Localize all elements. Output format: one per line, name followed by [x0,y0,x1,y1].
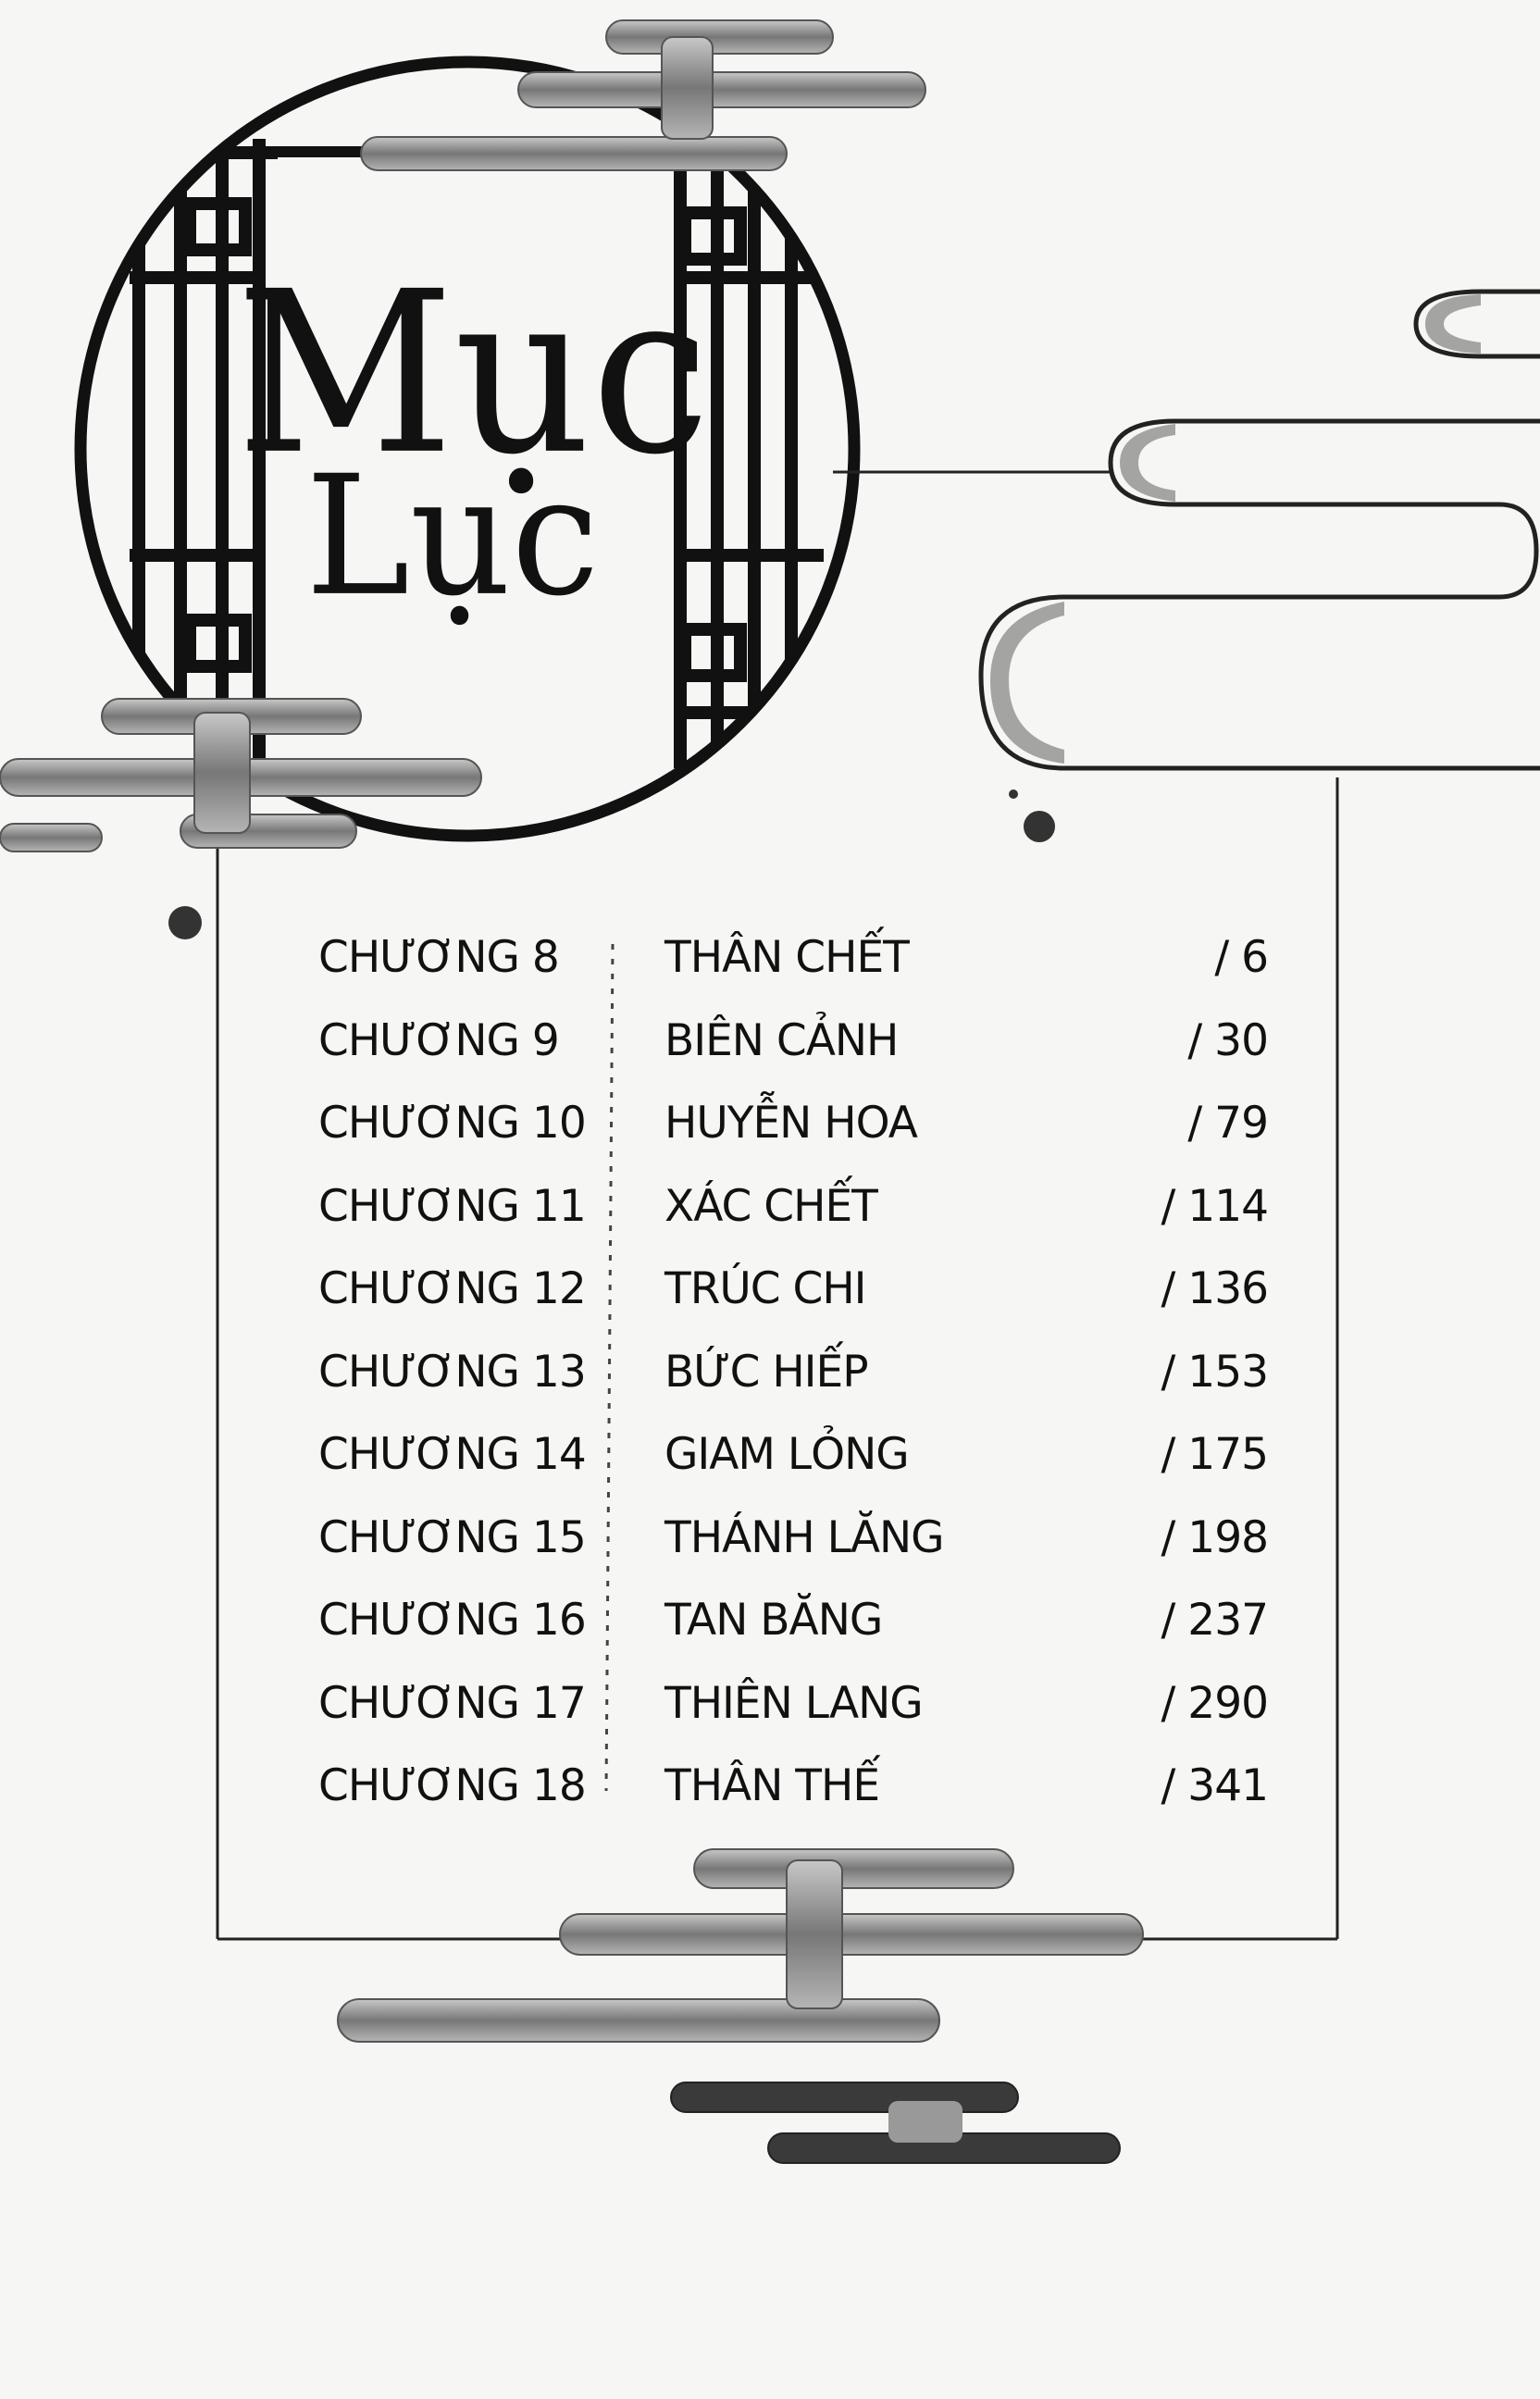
page-number: / 114 [1161,1180,1269,1232]
page-number: / 6 [1214,932,1269,983]
toc-entry: CHƯƠNG 15 THÁNH LĂNG / 198 [305,1506,1269,1571]
toc-entry: CHƯƠNG 18 THÂN THẾ / 341 [305,1754,1269,1819]
cloud-swirl-icon [0,698,482,852]
toc-entry: CHƯƠNG 8 THÂN CHẾT / 6 [305,926,1269,990]
chapter-label: CHƯƠNG 18 [318,1760,587,1811]
page-title-line2: Lục [305,441,600,633]
chapter-label: CHƯƠNG 9 [318,1014,560,1066]
page-number: / 153 [1161,1346,1269,1398]
toc-entry: CHƯƠNG 12 TRÚC CHI / 136 [305,1257,1269,1322]
chapter-label: CHƯƠNG 11 [318,1180,587,1232]
chapter-title: TAN BĂNG [664,1595,883,1646]
chapter-title: THÂN THẾ [664,1760,880,1811]
chapter-label: CHƯƠNG 8 [318,932,560,983]
chapter-title: THÂN CHẾT [664,932,910,983]
chapter-title: XÁC CHẾT [664,1180,878,1232]
cloud-swirl-icon [337,1848,1144,2043]
toc-entry: CHƯƠNG 13 BỨC HIẾP / 153 [305,1340,1269,1405]
cloud-swirl-icon [360,19,926,171]
chapter-label: CHƯƠNG 10 [318,1098,587,1149]
dot-ornament [1009,789,1018,799]
chapter-label: CHƯƠNG 15 [318,1511,587,1563]
page-number: / 237 [1161,1595,1269,1646]
chapter-title: THIÊN LANG [664,1677,924,1729]
toc-entry: CHƯƠNG 14 GIAM LỎNG / 175 [305,1423,1269,1487]
toc-entry: CHƯƠNG 16 TAN BĂNG / 237 [305,1588,1269,1653]
page-number: / 136 [1161,1263,1269,1314]
chapter-title: TRÚC CHI [664,1263,867,1314]
page-number: / 198 [1161,1511,1269,1563]
dot-ornament [1024,811,1055,842]
chapter-title: HUYỄN HOA [664,1098,918,1149]
chapter-title: BỨC HIẾP [664,1346,869,1398]
cloud-swirl-icon [990,294,1481,764]
chapter-label: CHƯƠNG 16 [318,1595,587,1646]
chapter-title: GIAM LỎNG [664,1429,910,1480]
toc-entry: CHƯƠNG 9 BIÊN CẢNH / 30 [305,1009,1269,1074]
lattice-circle-icon [74,56,861,842]
cloud-swirl-icon [670,2082,1121,2164]
dot-ornament [168,906,202,939]
page-number: / 30 [1187,1014,1269,1066]
chapter-label: CHƯƠNG 12 [318,1263,587,1314]
chapter-label: CHƯƠNG 17 [318,1677,587,1729]
page-number: / 341 [1161,1760,1269,1811]
cloud-swirl-icon [833,289,1540,771]
page-number: / 290 [1161,1677,1269,1729]
chapter-label: CHƯƠNG 13 [318,1346,587,1398]
chapter-title: THÁNH LĂNG [664,1511,945,1563]
chapter-label: CHƯƠNG 14 [318,1429,587,1480]
toc-entry: CHƯƠNG 11 XÁC CHẾT / 114 [305,1175,1269,1239]
toc-entry: CHƯƠNG 17 THIÊN LANG / 290 [305,1672,1269,1736]
page-number: / 79 [1187,1098,1269,1149]
page-title-line1: Mục [236,244,711,504]
chapter-title: BIÊN CẢNH [664,1014,899,1066]
toc-entry: CHƯƠNG 10 HUYỄN HOA / 79 [305,1091,1269,1156]
page-number: / 175 [1161,1429,1269,1480]
